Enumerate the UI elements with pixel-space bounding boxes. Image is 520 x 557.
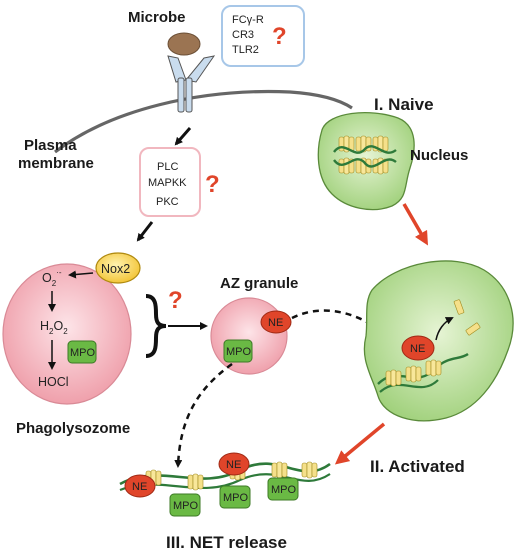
az-granule	[210, 297, 288, 375]
activated-chromatin	[377, 352, 469, 393]
phagolysosome-label: Phagolysozome	[16, 420, 130, 437]
mpo-net-2	[219, 485, 251, 509]
arrow-nox2-to-o2	[68, 270, 94, 279]
arrow-kinase-to-nox2	[136, 221, 154, 242]
ne-net-1-label: NE	[132, 481, 147, 493]
superoxide-label: O2·-	[42, 268, 62, 288]
dashed-arrow-mpo-to-net	[174, 362, 233, 468]
ne-activated	[401, 335, 435, 361]
ne-granule	[260, 310, 292, 334]
nucleus-label: Nucleus	[410, 147, 468, 164]
mpo-granule	[223, 339, 253, 363]
ne-net-2	[218, 452, 250, 476]
receptor-cr3: CR3	[232, 29, 254, 41]
arrow-histone-cleavage	[435, 317, 454, 341]
receptor-icon	[167, 55, 216, 113]
stage-net-release-label: III. NET release	[166, 533, 287, 552]
receptor-box	[221, 5, 305, 67]
microbe-label: Microbe	[128, 9, 186, 26]
receptor-tlr2: TLR2	[232, 44, 259, 56]
kinase-box	[139, 147, 201, 217]
mpo-net-2-label: MPO	[223, 492, 249, 504]
mpo-granule-label: MPO	[226, 346, 252, 358]
nox2-enzyme	[95, 252, 141, 284]
nox2-label: Nox2	[101, 262, 130, 276]
ne-net-1	[124, 474, 156, 498]
mpo-net-3-label: MPO	[271, 484, 297, 496]
kinase-mapkk: MAPKK	[148, 177, 187, 189]
kinase-plc: PLC	[157, 161, 178, 173]
arrow-naive-to-activated	[402, 203, 429, 246]
brace-icon	[145, 294, 167, 358]
ne-net-2-label: NE	[226, 459, 241, 471]
h2o2-label: H2O2	[40, 319, 68, 336]
stage-naive-label: I. Naive	[374, 95, 434, 114]
ne-activated-label: NE	[410, 343, 425, 355]
receptor-question: ?	[272, 23, 287, 50]
hocl-label: HOCl	[38, 375, 69, 389]
arrow-activated-to-net	[334, 422, 386, 465]
microbe-icon	[167, 32, 201, 56]
histone-fragment	[465, 322, 481, 336]
granule-label: AZ granule	[220, 275, 298, 292]
activated-nucleus	[363, 260, 514, 422]
naive-chromatin	[333, 135, 397, 175]
histone-fragment	[453, 299, 465, 315]
mpo-net-3	[267, 477, 299, 501]
receptor-fcgr: FCγ-R	[232, 14, 264, 26]
plasma-membrane-line	[54, 89, 353, 154]
kinase-question: ?	[205, 171, 220, 198]
membrane-label-line2: membrane	[18, 155, 94, 172]
membrane-label-line1: Plasma	[24, 137, 77, 154]
mpo-net-1	[169, 493, 201, 517]
arrow-receptor-to-kinase	[174, 127, 192, 146]
mpo-phago-label: MPO	[70, 347, 96, 359]
brace-question: ?	[168, 287, 183, 314]
mpo-net-1-label: MPO	[173, 500, 199, 512]
ne-granule-label: NE	[268, 317, 283, 329]
phagolysosome	[2, 263, 132, 405]
kinase-pkc: PKC	[156, 196, 179, 208]
dashed-arrow-ne-to-nucleus	[291, 309, 387, 336]
mpo-phago	[67, 340, 97, 364]
stage-activated-label: II. Activated	[370, 457, 465, 476]
